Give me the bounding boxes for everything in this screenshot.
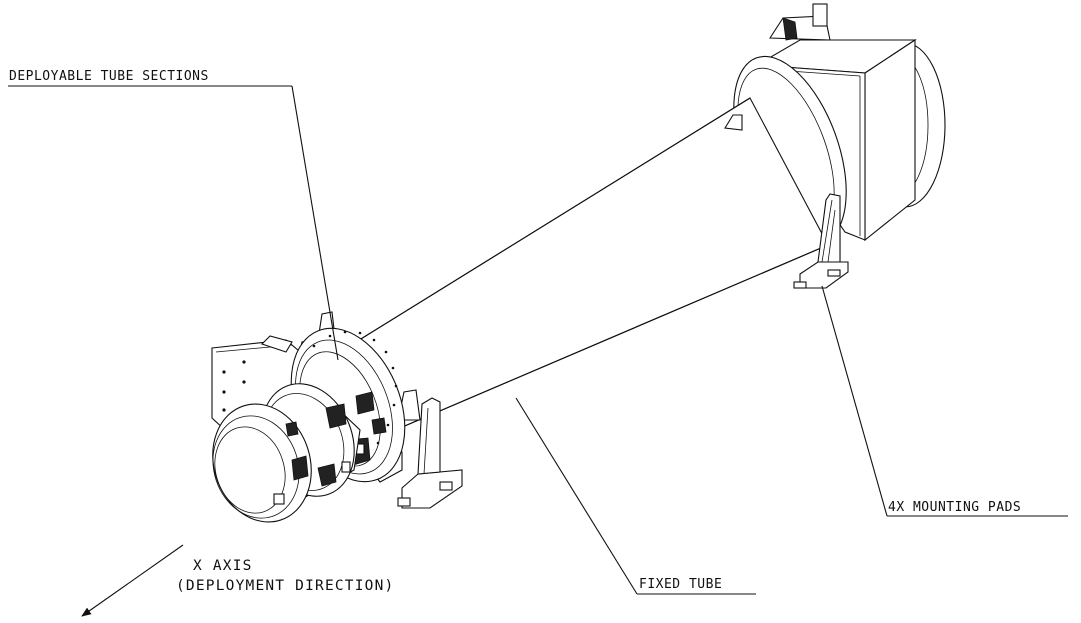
label-deployable-tube-sections: DEPLOYABLE TUBE SECTIONS bbox=[9, 69, 209, 84]
rear-mounting-pads bbox=[793, 193, 849, 289]
front-mounting-pad bbox=[401, 469, 463, 509]
label-mounting-pads: 4X MOUNTING PADS bbox=[888, 500, 1021, 515]
label-x-axis: X AXIS bbox=[193, 558, 253, 574]
front-dome-cap bbox=[212, 403, 312, 523]
label-fixed-tube: FIXED TUBE bbox=[639, 577, 722, 592]
fixed-tube bbox=[334, 97, 829, 429]
x-axis-arrow bbox=[81, 544, 184, 617]
rear-box-side bbox=[864, 38, 916, 242]
label-deployment-direction: (DEPLOYMENT DIRECTION) bbox=[176, 578, 394, 594]
front-end-assembly bbox=[211, 311, 463, 523]
leader-lines bbox=[8, 85, 1068, 617]
annotation-labels: DEPLOYABLE TUBE SECTIONS 4X MOUNTING PAD… bbox=[9, 69, 1021, 594]
fixed-tube-body bbox=[334, 97, 829, 429]
rear-end-assembly bbox=[733, 3, 946, 245]
